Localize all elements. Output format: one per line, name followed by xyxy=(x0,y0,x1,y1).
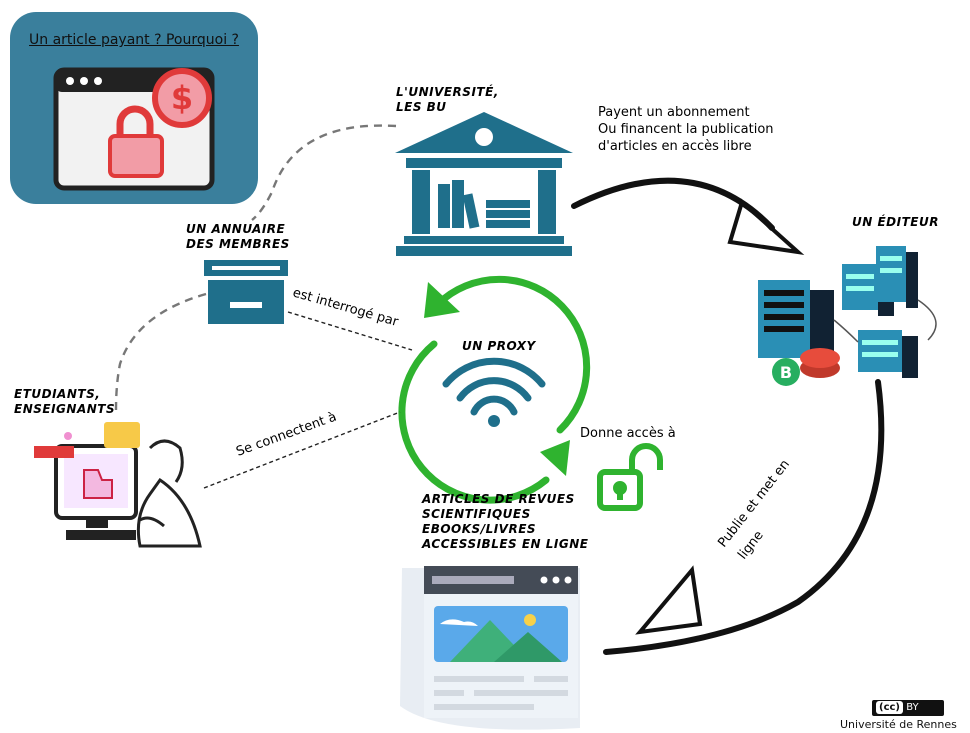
wifi-icon xyxy=(442,357,546,427)
etudiants-label-1: Etudiants, xyxy=(14,387,100,401)
editeur-label: Un éditeur xyxy=(852,214,939,229)
drawer-icon xyxy=(204,260,288,324)
webpage-icon xyxy=(400,566,580,730)
proxy-cycle-arrows xyxy=(398,275,591,504)
computer-user-icon xyxy=(34,422,202,548)
etudiants-label-2: Enseignants xyxy=(14,402,115,416)
dotted-links xyxy=(203,311,413,489)
donne-label: Donne accès à xyxy=(580,426,676,441)
articles-label-3: Ebooks/livres xyxy=(422,522,536,536)
bank-icon xyxy=(395,112,573,256)
articles-label-2: scientifiques xyxy=(422,507,531,521)
cc-license-badge: (cc) BY xyxy=(872,700,944,716)
cc-by-label: BY xyxy=(906,702,919,713)
universite-label-1: L'Université, xyxy=(396,84,499,99)
dashed-connectors xyxy=(114,124,397,411)
annuaire-label-2: des membres xyxy=(186,237,290,251)
brush-arrow-payent xyxy=(571,177,805,255)
payent-label-2: Ou financent la publication xyxy=(598,122,774,137)
interroge-label: est interrogé par xyxy=(291,285,401,330)
articles-label-4: accessibles en ligne xyxy=(421,537,589,551)
svg-text:B: B xyxy=(780,363,792,382)
svg-text:$: $ xyxy=(171,79,193,117)
cc-symbol: (cc) xyxy=(876,701,903,714)
universite-label-2: Les BU xyxy=(396,100,447,114)
proxy-label: Un proxy xyxy=(462,339,537,353)
articles-label-1: Articles de revues xyxy=(421,492,575,506)
lock-icon xyxy=(108,105,164,178)
bitcoin-icon: B xyxy=(772,348,840,386)
payent-label-3: d'articles en accès libre xyxy=(598,139,752,154)
payent-label-1: Payent un abonnement xyxy=(598,105,750,120)
unlock-icon xyxy=(597,443,663,511)
annuaire-label-1: Un annuaire xyxy=(186,222,286,236)
brush-arrow-publie xyxy=(603,379,885,655)
proxy-arrowheads xyxy=(424,282,570,476)
card-title: Un article payant ? Pourquoi ? xyxy=(29,32,239,48)
institution-label: Université de Rennes xyxy=(840,718,957,731)
dollar-icon: $ xyxy=(152,68,212,128)
connecte-label: Se connectent à xyxy=(234,410,338,460)
